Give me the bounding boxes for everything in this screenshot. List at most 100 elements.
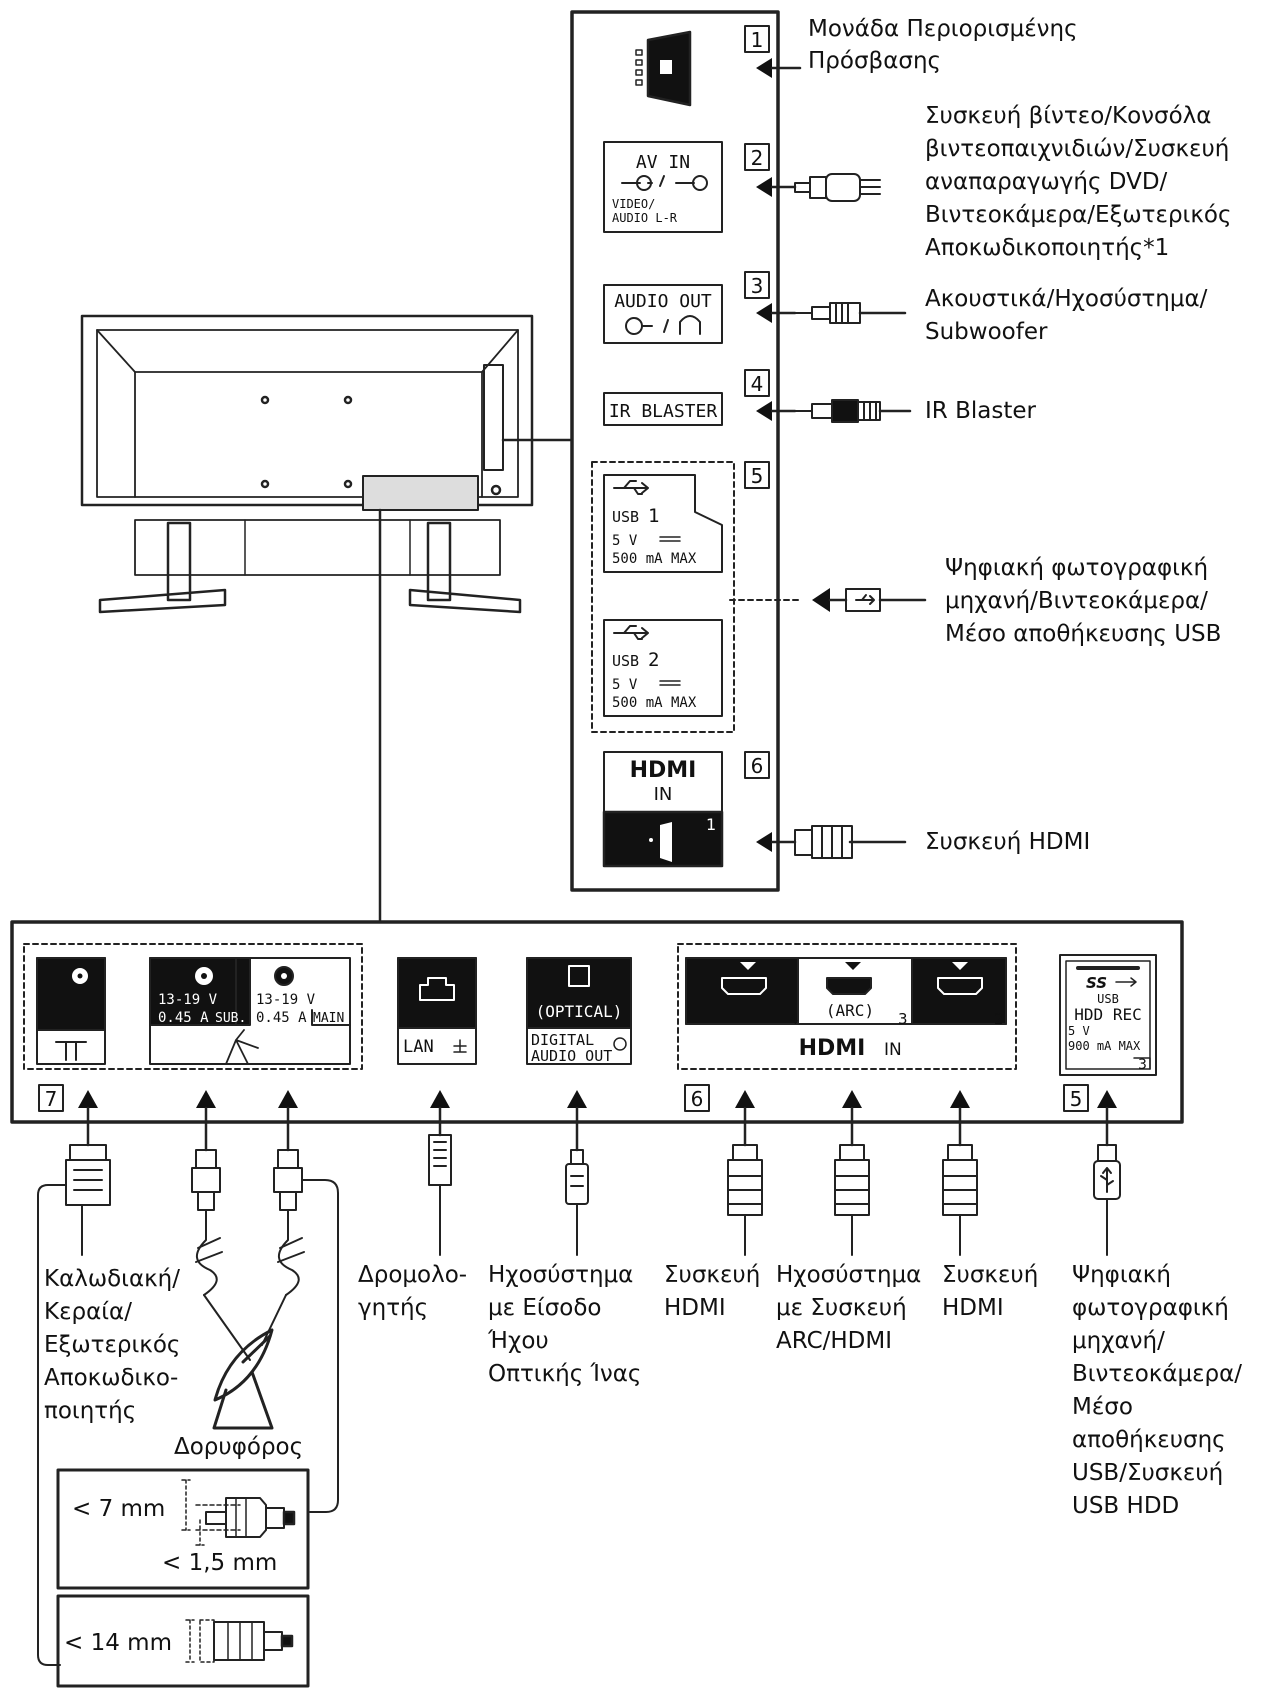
audio-plug [794,302,861,324]
usb-plug-side [845,588,881,612]
sat-amp-main: 0.45 A [256,1010,307,1026]
bottom-num-6: 6 [691,1087,704,1111]
optical-port [526,957,632,1065]
label-av: Συσκευή βίντεο/Κονσόλα βιντεοπαιχνιδιών/… [925,103,1239,261]
satellite-ports [149,957,351,1065]
bottom-terminal-panel [10,920,1184,1124]
hdmi-plugs-bottom [727,1144,978,1256]
usb-plug-bottom [1093,1144,1121,1256]
label-hdmi-side: Συσκευή HDMI [925,829,1090,855]
cam-slot-icon [635,30,692,107]
usb3-port [1059,954,1157,1076]
hdmi-num-4: 4 [789,1010,799,1028]
sat-plug-main [261,1149,339,1513]
side-num-2: 2 [751,146,764,170]
label-arc: Ηχοσύστημα με Συσκευή ARC/HDMI [776,1262,929,1354]
side-num-1: 1 [751,28,764,52]
side-terminal-panel [570,10,780,892]
hdmi-num-2: 2 [994,1010,1004,1028]
usb2-icon [613,625,649,640]
side-arrows [756,58,830,852]
side-hdmi-port: HDMI IN 1 [602,751,724,868]
side-num-5: 5 [751,464,764,488]
bottom-hdmi-logo: HDMI [799,1036,866,1061]
label-usb-bottom: Ψηφιακή φωτογραφική μηχανή/ Βιντεοκάμερα… [1072,1262,1249,1519]
usb1-num: 1 [648,505,659,527]
bottom-arrows [78,1090,1117,1108]
side-number-boxes [744,25,770,779]
usb2-num: 2 [648,649,659,671]
bottom-number-boxes [38,1084,1089,1112]
satellite-dish-icon [212,1328,274,1430]
av-in-sub1: VIDEO/ [612,197,655,211]
tv-rear-illustration [80,314,572,922]
hdmi-num-3: 3 [898,1010,908,1028]
coax-plug [37,1144,111,1666]
label-optical: Ηχοσύστημα με Είσοδο Ήχου Οπτικής Ίνας [487,1262,641,1387]
side-usb-group [591,461,801,733]
optical-plug [565,1149,589,1256]
audio-out-port: AUDIO OUT [603,284,723,344]
av-in-sub2: AUDIO L-R [612,211,678,225]
sat-spec-main: 13-19 V [256,992,316,1008]
av-in-port: AV IN VIDEO/ AUDIO L-R [603,141,723,233]
dim-1-5mm: < 1,5 mm [162,1550,277,1576]
dim-7mm: < 7 mm [72,1496,165,1522]
digital-audio-1: DIGITAL [531,1031,594,1049]
usb3-hdd: HDD REC [1074,1005,1141,1024]
label-satellite: Δορυφόρος [174,1434,303,1460]
side-num-6: 6 [751,754,764,778]
digital-audio-2: AUDIO OUT [531,1047,612,1065]
optical-label: (OPTICAL) [536,1002,623,1021]
av-plug [794,173,881,202]
usb3-name: USB [1097,992,1119,1006]
usb3-num: 3 [1138,1057,1147,1073]
sat-spec-sub: 13-19 V [158,992,218,1008]
usb1-current: 500 mA MAX [612,551,697,567]
dimension-box-coax [56,1594,310,1688]
side-num-3: 3 [751,274,764,298]
label-audio: Ακουστικά/Ηχοσύστημα/ Subwoofer [925,286,1215,345]
label-hdmi-a: Συσκευή HDMI [664,1262,768,1321]
label-hdmi-b: Συσκευή HDMI [942,1262,1046,1321]
usb2-name: USB [612,652,639,670]
ir-plug [794,399,881,423]
usb3-volt: 5 V [1068,1024,1090,1038]
usb1-icon [613,480,649,495]
usb2-current: 500 mA MAX [612,695,697,711]
hdmi-plug-side [794,825,853,859]
bottom-hdmi-in: IN [884,1040,902,1060]
sat-plug-sub [191,1149,251,1361]
antenna-port [36,957,106,1065]
av-in-title: AV IN [636,152,690,173]
lan-plug [428,1134,452,1256]
lan-port [397,957,477,1065]
label-router: Δρομολο- γητής [358,1262,474,1321]
usb3-current: 900 mA MAX [1068,1039,1141,1053]
hdmi-arc-label: (ARC) [826,1001,874,1020]
label-ir: IR Blaster [925,398,1036,424]
sat-amp-sub: 0.45 A [158,1010,209,1026]
sat-main-label: MAIN [313,1011,344,1026]
side-hdmi-num: 1 [706,815,716,834]
side-num-4: 4 [751,372,764,396]
label-usb-side: Ψηφιακή φωτογραφική μηχανή/Βιντεοκάμερα/… [945,555,1221,647]
side-hdmi-logo: HDMI [630,758,697,783]
audio-out-title: AUDIO OUT [614,291,712,312]
side-hdmi-in: IN [654,784,673,805]
side-cable-lines [770,66,927,844]
dim-14mm: < 14 mm [64,1630,172,1656]
label-cable: Καλωδιακή/ Κεραία/ Εξωτερικός Αποκωδικο-… [44,1266,188,1424]
lan-label: LAN [403,1037,434,1057]
dimension-box-satellite [56,1468,310,1590]
usb1-volt: 5 V [612,533,638,549]
usb3-ss: SS [1086,974,1107,992]
bottom-arrow-stems [86,1106,1109,1152]
bottom-num-7: 7 [45,1087,58,1111]
ir-blaster-title: IR BLASTER [609,401,718,422]
bottom-hdmi-ports [685,957,1007,1025]
usb1-name: USB [612,508,639,526]
ir-blaster-port: IR BLASTER [603,392,723,426]
label-cam: Μονάδα Περιορισμένης Πρόσβασης [808,16,1085,74]
